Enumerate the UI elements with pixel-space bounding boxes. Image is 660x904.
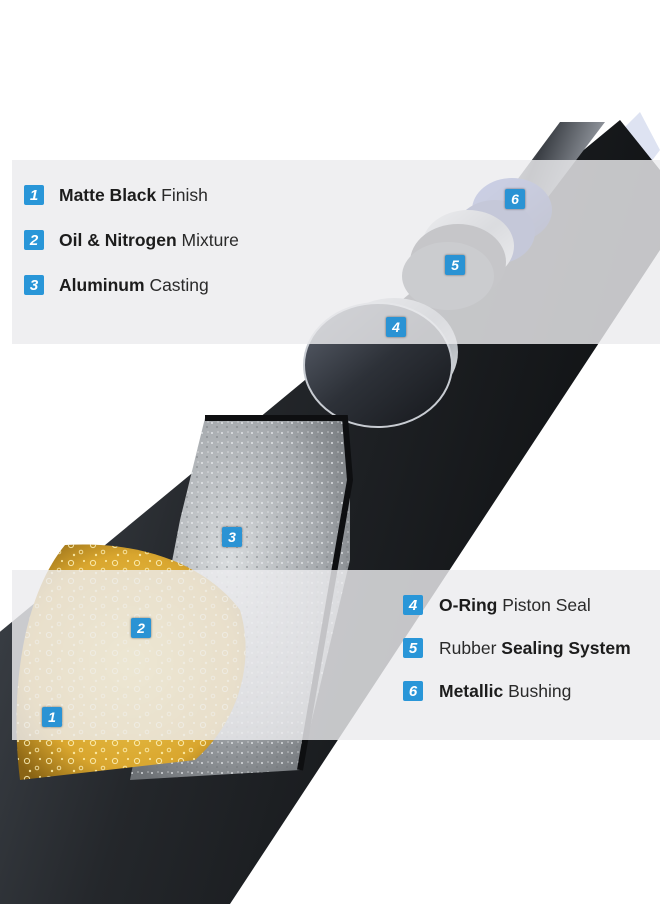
number-badge: 2 (24, 230, 44, 250)
legend-strong-text: Sealing System (501, 637, 631, 658)
legend-strong-text: Metallic (439, 680, 504, 701)
number-badge: 4 (403, 595, 423, 615)
top-legend: 1 Matte Black Finish 2 Oil & Nitrogen Mi… (24, 184, 239, 319)
callout-5-sealing: 5 (445, 255, 465, 275)
legend-item-matte-black-finish: 1 Matte Black Finish (24, 184, 239, 206)
legend-strong-text: Oil & Nitrogen (59, 229, 177, 250)
legend-strong-text: Aluminum (59, 274, 145, 295)
legend-normal-text: Piston Seal (502, 594, 591, 615)
callout-2-oil: 2 (131, 618, 151, 638)
number-badge: 5 (403, 638, 423, 658)
bottom-legend: 4 O-Ring Piston Seal 5 Rubber Sealing Sy… (403, 594, 631, 723)
legend-normal-text: Casting (149, 274, 209, 295)
bottom-legend-panel (12, 570, 660, 740)
callout-1-finish: 1 (42, 707, 62, 727)
legend-item-aluminum-casting: 3 Aluminum Casting (24, 274, 239, 296)
legend-item-oil-nitrogen-mixture: 2 Oil & Nitrogen Mixture (24, 229, 239, 251)
callout-4-o-ring: 4 (386, 317, 406, 337)
legend-normal-text: Bushing (508, 680, 572, 701)
number-badge: 3 (24, 275, 44, 295)
callout-3-aluminum: 3 (222, 527, 242, 547)
legend-strong-text: Matte Black (59, 184, 157, 205)
top-legend-panel (12, 160, 660, 344)
legend-item-metallic-bushing: 6 Metallic Bushing (403, 680, 631, 702)
legend-normal-text: Rubber (439, 637, 497, 658)
legend-normal-text: Finish (161, 184, 208, 205)
number-badge: 1 (24, 185, 44, 205)
callout-6-bushing: 6 (505, 189, 525, 209)
legend-strong-text: O-Ring (439, 594, 498, 615)
legend-item-rubber-sealing-system: 5 Rubber Sealing System (403, 637, 631, 659)
number-badge: 6 (403, 681, 423, 701)
legend-normal-text: Mixture (181, 229, 239, 250)
legend-item-o-ring-piston-seal: 4 O-Ring Piston Seal (403, 594, 631, 616)
